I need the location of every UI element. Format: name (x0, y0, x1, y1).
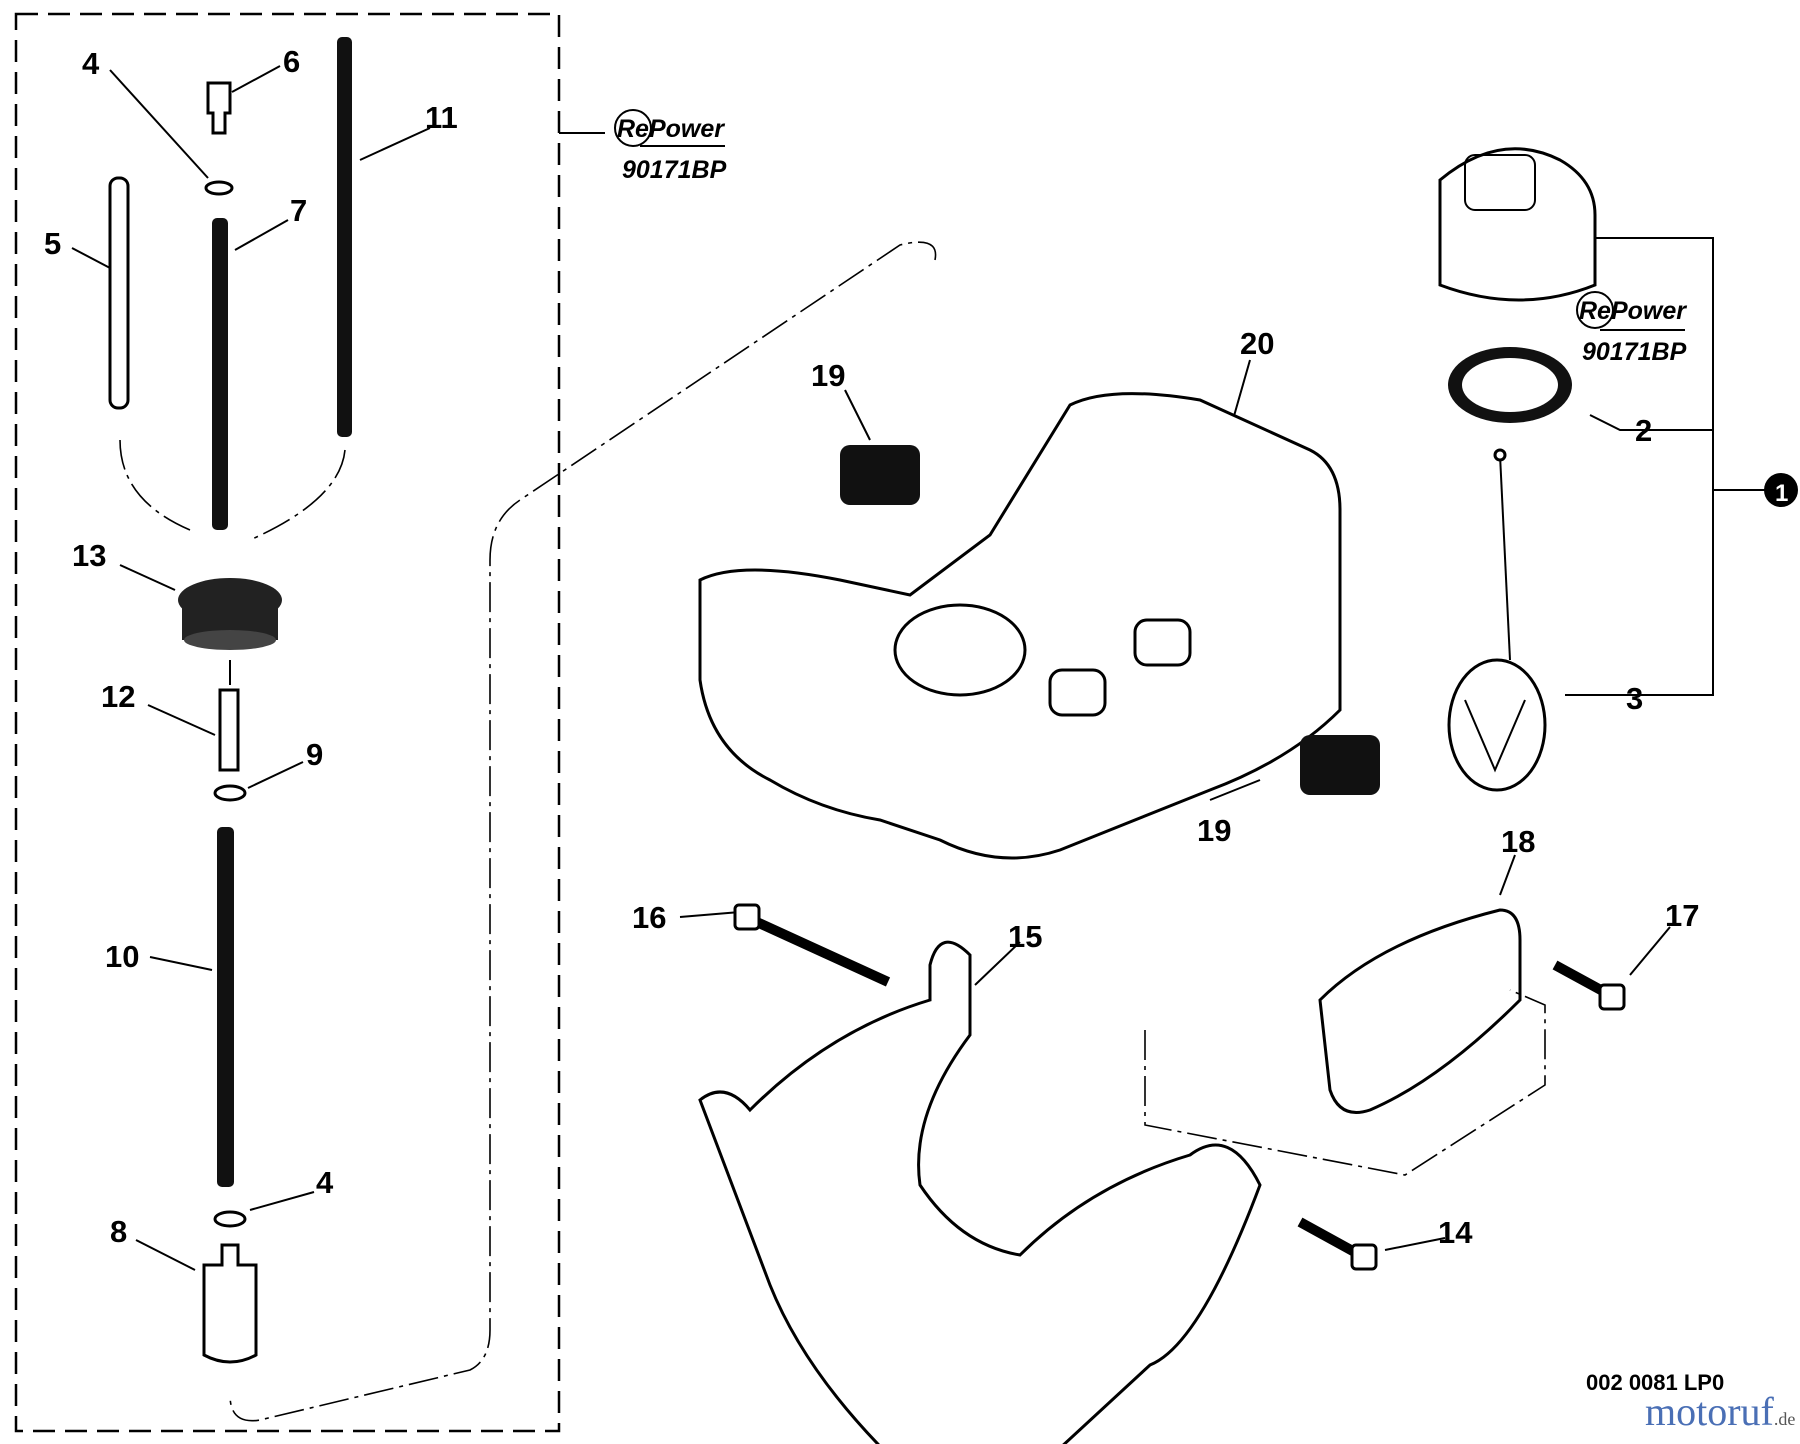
kit-number-2: 90171BP (1582, 338, 1687, 366)
repower-logo: RePower 90171BP (614, 109, 727, 184)
callout-12: 12 (101, 679, 135, 714)
callout-20: 20 (1240, 326, 1274, 361)
svg-text:RePower: RePower (1579, 297, 1687, 325)
part-4-ring (204, 180, 234, 196)
callout-16: 16 (632, 900, 666, 935)
part-9-ring (213, 784, 247, 802)
part-10-hose (217, 827, 234, 1187)
part-7-hose (212, 218, 228, 530)
callout-3: 3 (1626, 681, 1643, 716)
callout-2: 2 (1635, 413, 1652, 448)
part-5-tube (108, 176, 130, 410)
part-20-fuel-tank (698, 392, 1342, 860)
tank-filler-neck (893, 603, 1027, 697)
callout-17: 17 (1665, 898, 1699, 933)
callout-4-lower: 4 (316, 1165, 334, 1200)
callout-6: 6 (283, 44, 300, 79)
drawing-code: 002 0081 LP0 (1586, 1370, 1724, 1395)
callout-15: 15 (1008, 919, 1042, 954)
callout-4: 4 (82, 46, 100, 81)
part-4-ring-lower (213, 1210, 247, 1228)
kit-1-marker (1764, 473, 1798, 507)
kit-boundary-box (14, 12, 561, 1433)
repower-logo-2: RePower 90171BP (1576, 291, 1687, 366)
part-16-bolt (733, 903, 761, 931)
watermark: motoruf.de (1645, 1388, 1795, 1435)
part-19-grommet (840, 445, 920, 505)
part-6-fitting (206, 81, 232, 135)
watermark-suffix: .de (1773, 1409, 1796, 1429)
part-18-clamp (1318, 908, 1522, 1114)
callout-13: 13 (72, 538, 106, 573)
watermark-text: motoruf (1645, 1389, 1774, 1434)
callout-8: 8 (110, 1214, 127, 1249)
callout-9: 9 (306, 737, 323, 772)
callout-1: 1 (1775, 480, 1788, 507)
callout-5: 5 (44, 226, 61, 261)
callout-11: 11 (425, 100, 458, 135)
callout-10: 10 (105, 939, 139, 974)
callout-18: 18 (1501, 824, 1535, 859)
svg-text:RePower: RePower (617, 115, 725, 143)
part-12-fitting (218, 688, 240, 772)
kit-number: 90171BP (622, 156, 727, 184)
part-15-bracket (698, 940, 1262, 1444)
part-14-bolt (1297, 1217, 1363, 1260)
fuel-line-routing (229, 241, 937, 1422)
part-3-fuel-pickup-disk (1447, 658, 1547, 792)
part-11-hose (337, 37, 352, 437)
callout-7: 7 (290, 193, 307, 228)
part-19-grommet-2 (1300, 735, 1380, 795)
part-8-fuel-filter (202, 1243, 258, 1364)
callout-19-lower: 19 (1197, 813, 1231, 848)
callout-19: 19 (811, 358, 845, 393)
part-1-fuel-cap (1438, 147, 1597, 302)
callout-14: 14 (1438, 1215, 1473, 1250)
